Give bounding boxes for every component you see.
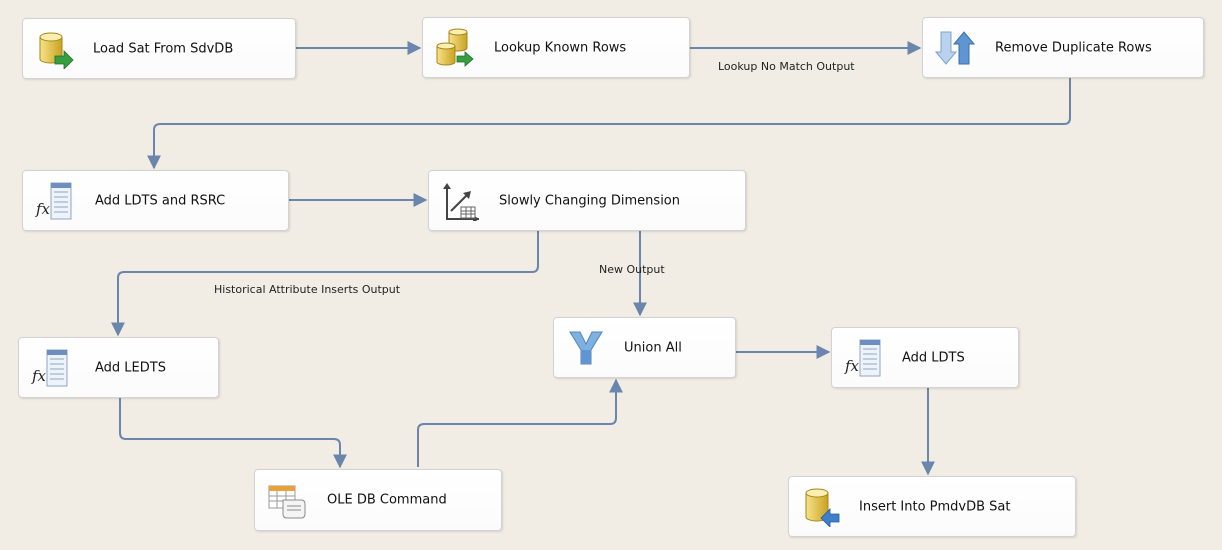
ole-db-command-icon: [267, 480, 307, 520]
node-label: OLE DB Command: [327, 492, 447, 508]
node-label: Add LDTS and RSRC: [95, 193, 226, 208]
node-label: Lookup Known Rows: [494, 40, 627, 55]
sort-icon: [935, 28, 975, 68]
node-lookup-known-rows[interactable]: Lookup Known Rows: [422, 17, 690, 78]
derived-column-icon: fx: [31, 348, 71, 388]
svg-text:fx: fx: [31, 367, 47, 385]
connector-remove-duplicates-to-add-ldts-rsrc[interactable]: [147, 78, 1071, 170]
node-load-sat-from-sdvdb[interactable]: Load Sat From SdvDB: [22, 18, 296, 79]
derived-column-icon: fx: [844, 338, 884, 378]
node-union-all[interactable]: Union All: [553, 317, 736, 378]
edge-label-new-output: New Output: [599, 263, 665, 276]
edge-label-lookup-no-match: Lookup No Match Output: [718, 60, 855, 73]
svg-text:fx: fx: [844, 357, 860, 375]
node-slowly-changing-dimension[interactable]: Slowly Changing Dimension: [428, 170, 746, 231]
connector-add-ledts-to-ole-db[interactable]: [119, 397, 347, 469]
connector-scd-to-add-ledts[interactable]: [111, 230, 539, 337]
node-add-ledts[interactable]: fx Add LEDTS: [18, 337, 219, 398]
edge-label-historical-attribute-inserts: Historical Attribute Inserts Output: [214, 283, 401, 296]
node-add-ldts[interactable]: fx Add LDTS: [831, 327, 1019, 388]
svg-text:fx: fx: [35, 200, 51, 218]
database-destination-icon: [801, 487, 841, 527]
node-label: Slowly Changing Dimension: [499, 193, 680, 208]
node-label: Insert Into PmdvDB Sat: [859, 499, 1011, 514]
scd-icon: [441, 181, 481, 221]
node-label: Remove Duplicate Rows: [995, 40, 1152, 55]
node-remove-duplicate-rows[interactable]: Remove Duplicate Rows: [922, 17, 1204, 78]
database-source-icon: [35, 29, 75, 69]
node-ole-db-command[interactable]: OLE DB Command: [254, 469, 502, 531]
node-label: Union All: [624, 340, 682, 355]
node-label: Load Sat From SdvDB: [93, 41, 234, 56]
union-all-icon: [566, 328, 606, 368]
node-label: Add LDTS: [902, 350, 965, 365]
node-label: Add LEDTS: [95, 360, 166, 375]
node-insert-into-pmdvdb-sat[interactable]: Insert Into PmdvDB Sat: [788, 476, 1076, 537]
connector-ole-db-to-union-all[interactable]: [417, 378, 623, 467]
derived-column-icon: fx: [35, 181, 75, 221]
node-add-ldts-and-rsrc[interactable]: fx Add LDTS and RSRC: [22, 170, 289, 231]
lookup-icon: [435, 28, 475, 68]
